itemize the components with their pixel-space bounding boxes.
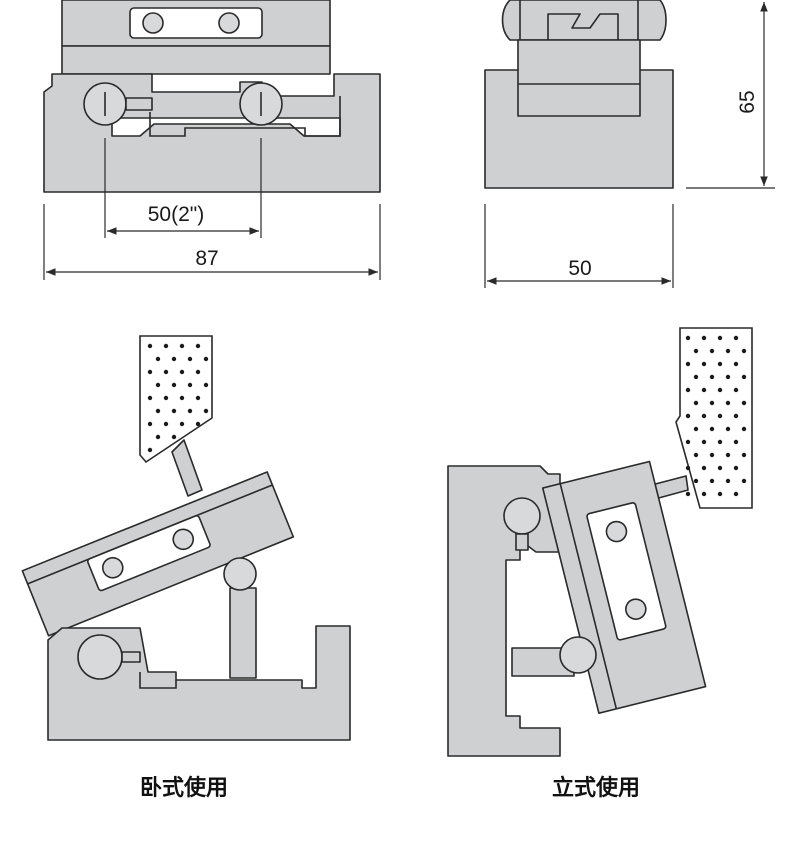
horizontal-roller <box>77 634 123 680</box>
front-view: 50(2") 87 <box>43 0 381 280</box>
vertical-roller-top <box>503 497 541 535</box>
side-column <box>517 39 641 117</box>
vertical-slot-hole-top <box>605 520 628 543</box>
vertical-slot-hole-bottom <box>625 598 647 620</box>
vertical-roller-axle <box>515 533 529 551</box>
grinding-wheel-vertical <box>675 327 753 509</box>
vertical-support-ball <box>559 636 597 674</box>
support-ball <box>223 557 257 591</box>
vertical-slot-plate <box>586 502 667 641</box>
front-roller-left-axle <box>125 97 153 111</box>
horizontal-use-diagram <box>21 335 351 741</box>
horizontal-roller-axle <box>121 651 141 663</box>
dim-height: 65 <box>736 90 759 113</box>
tilted-slot-hole-right <box>172 528 195 551</box>
support-post <box>229 587 257 679</box>
dim-hole-spacing: 50(2") <box>148 203 204 226</box>
caption-vertical-use: 立式使用 <box>552 776 641 801</box>
tool-tip-horizontal <box>171 439 203 497</box>
vertical-base-body <box>447 465 561 757</box>
vertical-use-diagram <box>447 327 753 757</box>
front-upper-block-lower <box>61 45 331 75</box>
tilted-slot-hole-left <box>101 556 124 579</box>
front-slot-hole-right <box>218 12 240 34</box>
grinding-wheel-horizontal <box>139 335 213 464</box>
front-slot-hole-left <box>142 12 164 34</box>
dim-overall-length: 87 <box>195 247 218 270</box>
caption-horizontal-use: 卧式使用 <box>140 776 229 801</box>
dim-width: 50 <box>568 257 591 280</box>
side-view: 50 65 <box>484 0 775 288</box>
